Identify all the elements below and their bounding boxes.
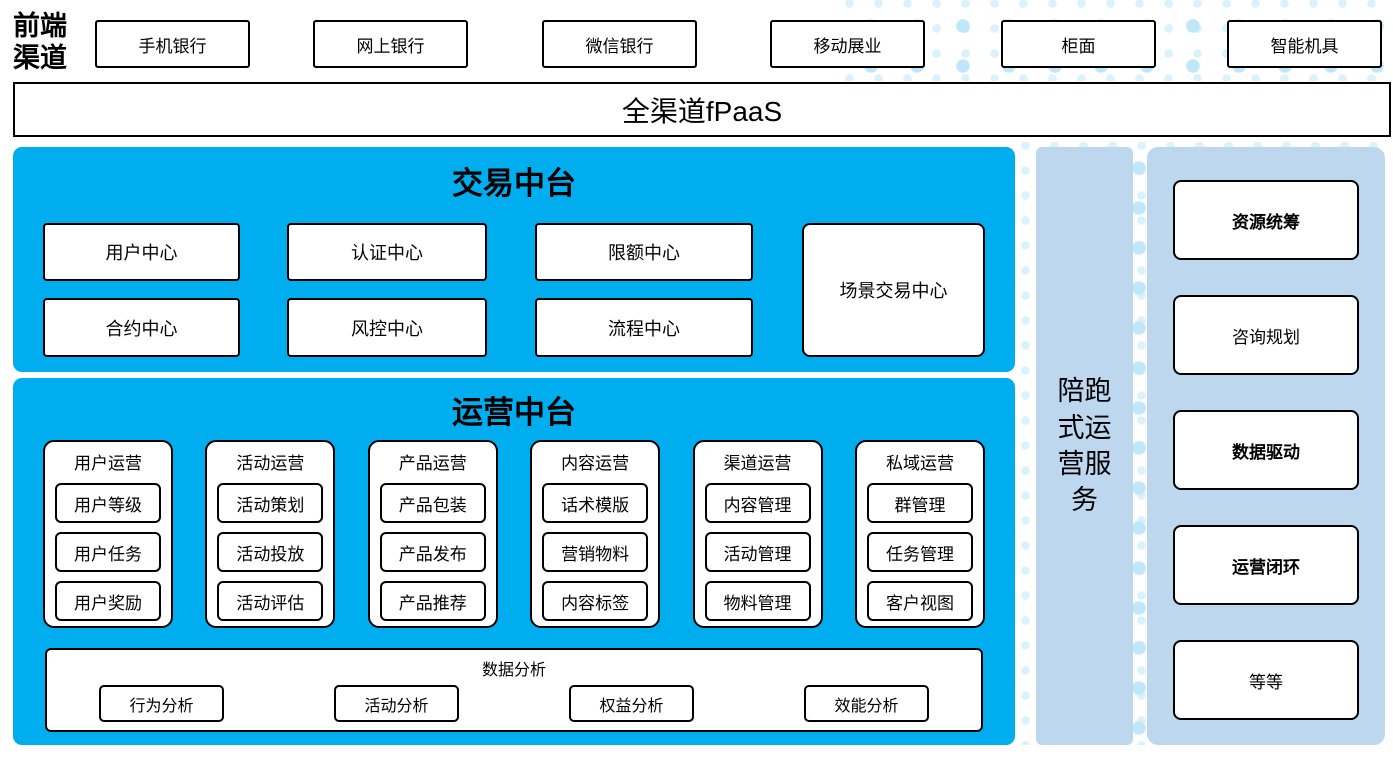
ops-group-item: 用户等级 <box>55 483 161 523</box>
ops-group-item: 内容标签 <box>542 581 649 621</box>
ops-platform-section: 运营中台 用户运营 用户等级 用户任务 用户奖励 活动运营 活动策划 活动投放 … <box>13 378 1015 745</box>
trade-box-process-center: 流程中心 <box>535 298 753 357</box>
trade-box-scene-trade-center: 场景交易中心 <box>802 223 985 357</box>
panel-box-data-driven: 数据驱动 <box>1173 410 1359 490</box>
channel-box-online-banking: 网上银行 <box>313 20 468 68</box>
analysis-item-activity: 活动分析 <box>334 685 459 722</box>
trade-box-auth-center: 认证中心 <box>287 223 487 281</box>
panel-box-ops-loop: 运营闭环 <box>1173 525 1359 605</box>
trade-box-risk-center: 风控中心 <box>287 298 487 357</box>
front-channels-label: 前端渠道 <box>13 11 67 74</box>
ops-group-item: 活动评估 <box>217 581 324 621</box>
channel-box-smart-devices: 智能机具 <box>1227 20 1382 68</box>
ops-group-title: 用户运营 <box>74 454 142 473</box>
ops-group-item: 营销物料 <box>542 532 649 572</box>
ops-group-content: 内容运营 话术模版 营销物料 内容标签 <box>530 440 661 628</box>
panel-box-resource-planning: 资源统筹 <box>1173 180 1359 260</box>
trade-box-limit-center: 限额中心 <box>535 223 753 281</box>
ops-group-title: 产品运营 <box>398 454 467 473</box>
ops-group-item: 活动投放 <box>217 532 324 572</box>
ops-group-private-domain: 私域运营 群管理 任务管理 客户视图 <box>854 440 985 628</box>
ops-group-title: 渠道运营 <box>723 454 792 473</box>
trade-box-contract-center: 合约中心 <box>43 298 240 357</box>
channel-box-mobile-outreach: 移动展业 <box>770 20 925 68</box>
ops-group-user: 用户运营 用户等级 用户任务 用户奖励 <box>43 440 173 628</box>
ops-group-item: 客户视图 <box>866 581 973 621</box>
ops-group-item: 产品发布 <box>379 532 486 572</box>
ops-group-item: 活动策划 <box>217 483 324 523</box>
ops-group-title: 活动运营 <box>236 454 305 473</box>
service-panel: 资源统筹 咨询规划 数据驱动 运营闭环 等等 <box>1147 147 1385 745</box>
ops-group-item: 产品包装 <box>379 483 486 523</box>
ops-group-channel: 渠道运营 内容管理 活动管理 物料管理 <box>692 440 823 628</box>
ops-group-item: 话术模版 <box>542 483 649 523</box>
data-analysis-container: 数据分析 行为分析 活动分析 权益分析 效能分析 <box>45 648 983 732</box>
ops-group-product: 产品运营 产品包装 产品发布 产品推荐 <box>367 440 498 628</box>
ops-group-item: 产品推荐 <box>379 581 486 621</box>
fpaas-bar: 全渠道fPaaS <box>13 82 1391 137</box>
panel-box-consulting: 咨询规划 <box>1173 295 1359 375</box>
data-analysis-title: 数据分析 <box>481 662 546 679</box>
ops-group-item: 用户任务 <box>55 532 161 572</box>
accompany-service-label: 陪跑式运营服务 <box>1057 376 1112 516</box>
ops-group-item: 内容管理 <box>704 483 811 523</box>
data-analysis-items-row: 行为分析 活动分析 权益分析 效能分析 <box>47 685 981 722</box>
channel-box-mobile-banking: 手机银行 <box>95 20 250 68</box>
ops-platform-title: 运营中台 <box>452 395 576 430</box>
channel-box-wechat-banking: 微信银行 <box>542 20 697 68</box>
ops-group-item: 物料管理 <box>704 581 811 621</box>
analysis-item-benefit: 权益分析 <box>569 685 694 722</box>
ops-group-item: 活动管理 <box>704 532 811 572</box>
trade-box-user-center: 用户中心 <box>43 223 240 281</box>
accompany-service-bar: 陪跑式运营服务 <box>1036 147 1133 745</box>
panel-box-etc: 等等 <box>1173 640 1359 720</box>
channel-box-counter: 柜面 <box>1001 20 1156 68</box>
analysis-item-behavior: 行为分析 <box>99 685 224 722</box>
ops-group-item: 群管理 <box>866 483 973 523</box>
trade-platform-title: 交易中台 <box>452 166 576 201</box>
trade-platform-section: 交易中台 用户中心 认证中心 限额中心 合约中心 风控中心 流程中心 场景交易中… <box>13 147 1015 372</box>
ops-group-title: 内容运营 <box>561 454 630 473</box>
analysis-item-efficiency: 效能分析 <box>804 685 929 722</box>
ops-group-item: 用户奖励 <box>55 581 161 621</box>
ops-group-title: 私域运营 <box>885 454 954 473</box>
ops-groups-row: 用户运营 用户等级 用户任务 用户奖励 活动运营 活动策划 活动投放 活动评估 … <box>43 440 985 628</box>
ops-group-activity: 活动运营 活动策划 活动投放 活动评估 <box>205 440 336 628</box>
ops-group-item: 任务管理 <box>866 532 973 572</box>
